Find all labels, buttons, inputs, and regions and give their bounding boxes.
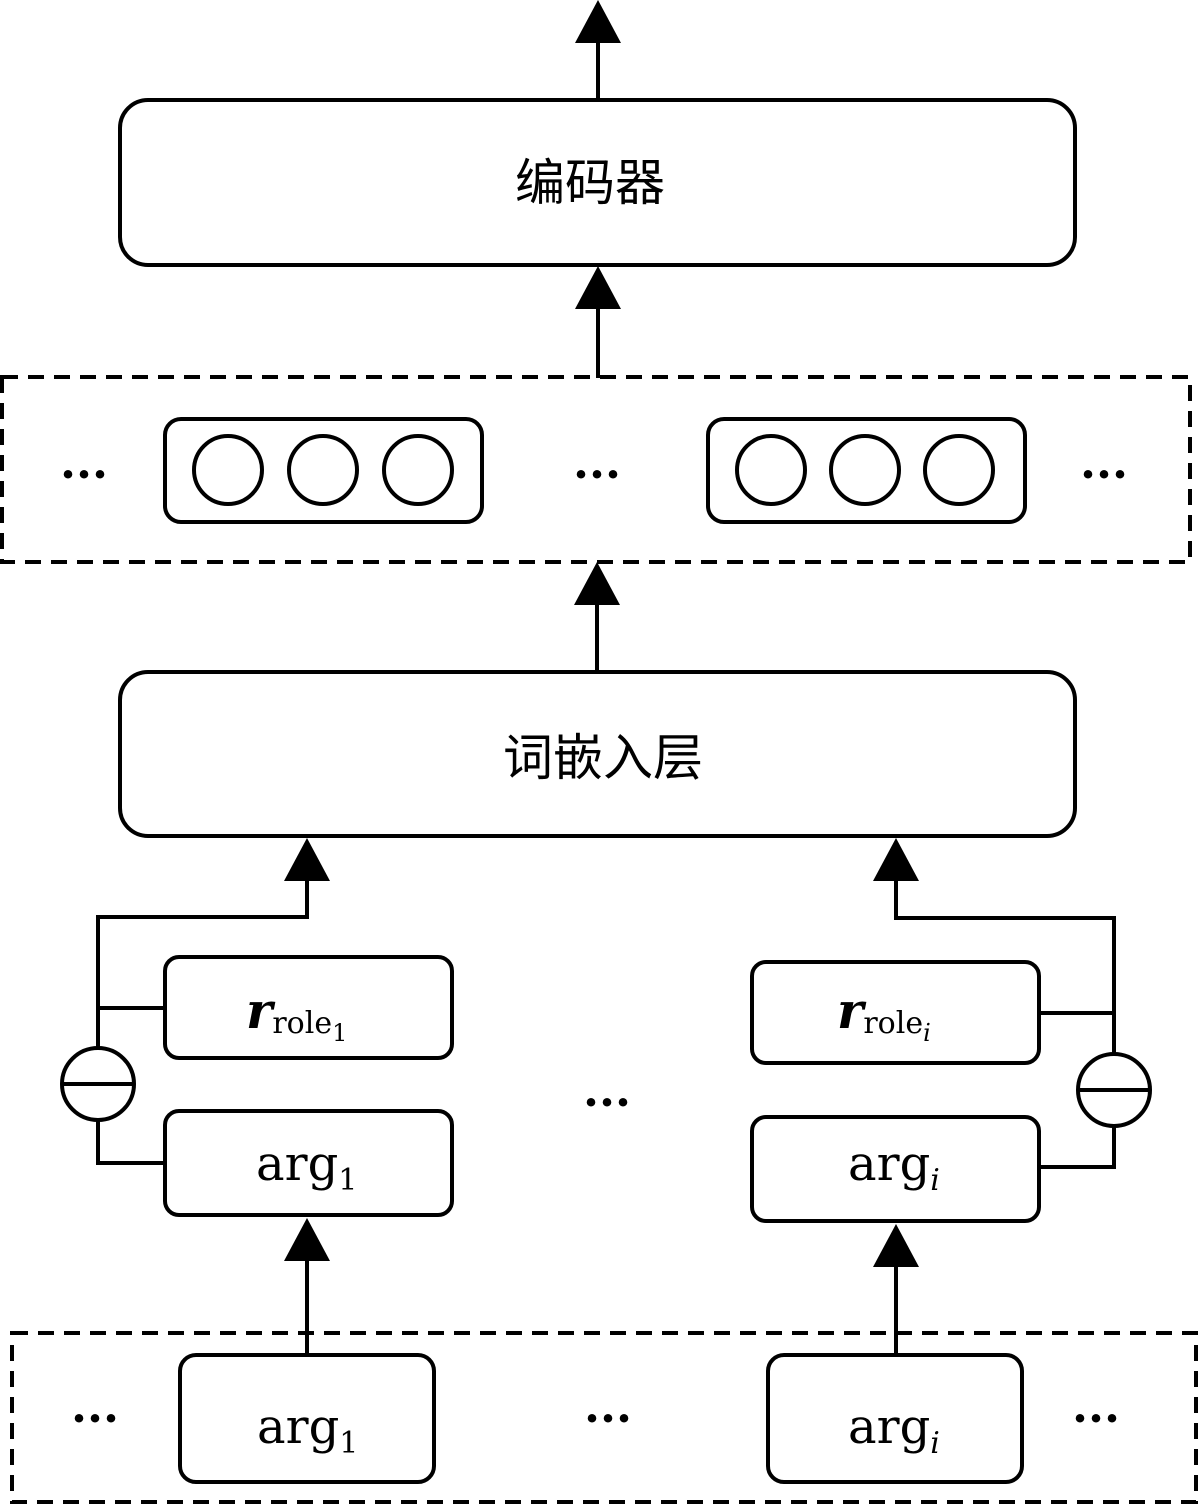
role-right-subscript: role xyxy=(863,1006,923,1041)
input-right-word: arg xyxy=(848,1399,930,1455)
arrow-embedding-to-vectors xyxy=(574,562,620,670)
arg-vector-right: argi xyxy=(750,1115,1041,1223)
svg-text:arg1: arg1 xyxy=(257,1399,358,1461)
ellipsis-vectors-right: ··· xyxy=(1080,447,1128,501)
vector-cell xyxy=(192,434,264,506)
input-token-left: arg1 xyxy=(178,1353,436,1484)
vector-cell xyxy=(382,434,454,506)
encoder-label: 编码器 xyxy=(515,154,665,212)
embedding-layer-block: 词嵌入层 xyxy=(118,670,1077,838)
role-left-index: 1 xyxy=(332,1019,347,1047)
vector-right xyxy=(706,417,1027,524)
svg-text:rrole1: rrole1 xyxy=(246,981,347,1047)
arg-right-word: arg xyxy=(848,1136,930,1192)
arg-left-word: arg xyxy=(256,1136,338,1192)
arg-vector-left: arg1 xyxy=(163,1109,454,1217)
vector-cell xyxy=(735,434,807,506)
encoder-block: 编码器 xyxy=(118,98,1077,267)
ellipsis-vectors-middle: ··· xyxy=(573,447,621,501)
vector-cell xyxy=(923,434,995,506)
embedding-layer-label: 词嵌入层 xyxy=(503,729,703,787)
left-combination xyxy=(60,838,330,1165)
input-right-index: i xyxy=(930,1426,940,1461)
embedding-vectors-group: ··· ··· ··· xyxy=(0,375,1192,564)
svg-text:arg1: arg1 xyxy=(256,1136,357,1198)
ellipsis-input-left: ··· xyxy=(71,1391,119,1445)
arg-left-index: 1 xyxy=(338,1163,357,1198)
role-vector-left: rrole1 xyxy=(163,955,454,1060)
arrow-vectors-to-encoder xyxy=(575,266,621,378)
vector-left xyxy=(163,417,484,524)
arrow-input-left xyxy=(284,1218,330,1355)
output-arrow xyxy=(575,0,621,98)
input-left-word: arg xyxy=(257,1399,339,1455)
svg-text:argi: argi xyxy=(848,1136,940,1198)
ellipsis-middle: ··· xyxy=(583,1075,631,1129)
arg-right-index: i xyxy=(930,1163,940,1198)
role-left-symbol: r xyxy=(246,981,276,1040)
ellipsis-input-middle: ··· xyxy=(584,1391,632,1445)
arrow-input-right xyxy=(873,1224,919,1355)
role-right-symbol: r xyxy=(837,981,867,1040)
input-sequence-group: ··· arg1 ··· argi ··· xyxy=(10,1331,1198,1504)
vector-cell xyxy=(287,434,359,506)
role-right-index: i xyxy=(923,1019,931,1047)
svg-text:argi: argi xyxy=(848,1399,940,1461)
input-left-index: 1 xyxy=(339,1426,358,1461)
vector-cell xyxy=(829,434,901,506)
right-combination xyxy=(873,838,1152,1169)
ellipsis-vectors-left: ··· xyxy=(60,447,108,501)
svg-text:rrolei: rrolei xyxy=(837,981,931,1047)
input-token-right: argi xyxy=(766,1353,1024,1484)
ellipsis-input-right: ··· xyxy=(1072,1391,1120,1445)
role-vector-right: rrolei xyxy=(750,960,1041,1065)
role-left-subscript: role xyxy=(272,1006,332,1041)
